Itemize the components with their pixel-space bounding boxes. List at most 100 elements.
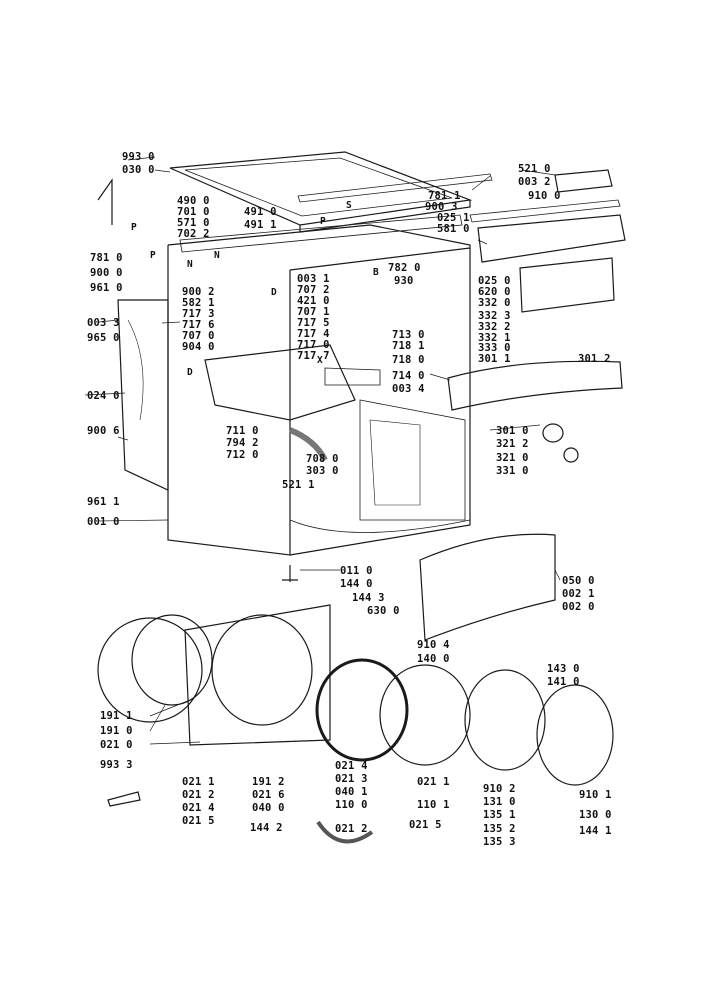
label-110-0: 110 0 — [335, 799, 368, 811]
label-718-0: 718 0 — [392, 354, 425, 366]
label-021-0: 021 0 — [100, 739, 133, 751]
label-144-2: 144 2 — [250, 822, 283, 834]
label-421-0: 421 0 — [297, 295, 330, 307]
label-521-1: 521 1 — [282, 479, 315, 491]
label-910-2: 910 2 — [483, 783, 516, 795]
label-333-0: 333 0 — [478, 342, 511, 354]
label-135-3: 135 3 — [483, 836, 516, 848]
side-panel — [117, 299, 169, 491]
label-191-0: 191 0 — [100, 725, 133, 737]
drum-191-1 — [97, 617, 203, 723]
label-961-1: 961 1 — [87, 496, 120, 508]
glass-141 — [536, 684, 614, 786]
label-002-1: 002 1 — [562, 588, 595, 600]
front-fascia — [447, 360, 623, 411]
callout-letter-D2: D — [187, 367, 193, 378]
label-717-4: 717 4 — [297, 328, 330, 340]
label-021-5a: 021 5 — [182, 815, 215, 827]
door-frame-140 — [379, 664, 471, 766]
label-581-0: 581 0 — [437, 223, 470, 235]
label-711-0: 711 0 — [226, 425, 259, 437]
label-521-0: 521 0 — [518, 163, 551, 175]
label-021-1a: 021 1 — [182, 776, 215, 788]
label-701-0: 701 0 — [177, 206, 210, 218]
label-910-0: 910 0 — [528, 190, 561, 202]
label-961-0: 961 0 — [90, 282, 123, 294]
label-110-1: 110 1 — [417, 799, 450, 811]
knob-331-0 — [563, 447, 579, 463]
top-lid — [169, 151, 473, 233]
label-717-6: 717 6 — [182, 319, 215, 331]
callout-letter-N1: N — [187, 259, 193, 270]
label-910-1: 910 1 — [579, 789, 612, 801]
label-040-1: 040 1 — [335, 786, 368, 798]
callout-letter-B: B — [373, 267, 379, 278]
label-993-3: 993 3 — [100, 759, 133, 771]
label-021-4a: 021 4 — [182, 802, 215, 814]
callout-letter-X: X — [317, 355, 323, 366]
callout-letter-P2: P — [320, 216, 326, 227]
leader-lines — [84, 156, 561, 745]
hinge-021-2 — [316, 820, 374, 844]
label-143-0: 143 0 — [547, 663, 580, 675]
label-021-1b: 021 1 — [417, 776, 450, 788]
label-021-5b: 021 5 — [409, 819, 442, 831]
callout-letter-D1: D — [271, 287, 277, 298]
label-900-3: 900 3 — [425, 201, 458, 213]
label-582-1: 582 1 — [182, 297, 215, 309]
label-491-0: 491 0 — [244, 206, 277, 218]
label-491-1: 491 1 — [244, 219, 277, 231]
label-331-0: 331 0 — [496, 465, 529, 477]
label-707-2: 707 2 — [297, 284, 330, 296]
label-301-2: 301 2 — [578, 353, 611, 365]
label-301-0: 301 0 — [496, 425, 529, 437]
label-717-0: 717 0 — [297, 339, 330, 351]
label-708-0: 708 0 — [306, 453, 339, 465]
door-ring-143 — [464, 669, 546, 771]
label-030-0: 030 0 — [122, 164, 155, 176]
label-630-0: 630 0 — [367, 605, 400, 617]
callout-letter-P1: P — [131, 222, 137, 233]
label-702-2: 702 2 — [177, 228, 210, 240]
label-718-1: 718 1 — [392, 340, 425, 352]
label-021-2a: 021 2 — [182, 789, 215, 801]
drain-993-3 — [107, 791, 141, 807]
label-130-0: 130 0 — [579, 809, 612, 821]
seal-191-0 — [131, 614, 213, 706]
callout-letter-N2: N — [214, 250, 220, 261]
label-021-3: 021 3 — [335, 773, 368, 785]
label-707-1: 707 1 — [297, 306, 330, 318]
label-930: 930 — [394, 275, 414, 287]
label-993-0: 993 0 — [122, 151, 155, 163]
label-571-0: 571 0 — [177, 217, 210, 229]
top-crossbar — [179, 214, 463, 253]
label-024-0: 024 0 — [87, 390, 120, 402]
label-490-0: 490 0 — [177, 195, 210, 207]
knob-321-2 — [542, 423, 564, 443]
label-003-3: 003 3 — [87, 317, 120, 329]
label-712-0: 712 0 — [226, 449, 259, 461]
label-021-2b: 021 2 — [335, 823, 368, 835]
label-332-2: 332 2 — [478, 321, 511, 333]
label-135-2: 135 2 — [483, 823, 516, 835]
label-144-1: 144 1 — [579, 825, 612, 837]
label-332-0: 332 0 — [478, 297, 511, 309]
label-965-0: 965 0 — [87, 332, 120, 344]
label-332-1: 332 1 — [478, 332, 511, 344]
label-332-3: 332 3 — [478, 310, 511, 322]
door-ring-144 — [315, 658, 409, 762]
label-191-2: 191 2 — [252, 776, 285, 788]
label-021-4b: 021 4 — [335, 760, 368, 772]
label-144-3: 144 3 — [352, 592, 385, 604]
label-900-0: 900 0 — [90, 267, 123, 279]
label-140-0: 140 0 — [417, 653, 450, 665]
label-011-0: 011 0 — [340, 565, 373, 577]
inlet-pipe-993 — [97, 178, 113, 225]
label-003-1: 003 1 — [297, 273, 330, 285]
label-717-5: 717 5 — [297, 317, 330, 329]
label-782-0: 782 0 — [388, 262, 421, 274]
label-714-0: 714 0 — [392, 370, 425, 382]
detergent-drawer — [204, 344, 356, 421]
label-900-6: 900 6 — [87, 425, 120, 437]
